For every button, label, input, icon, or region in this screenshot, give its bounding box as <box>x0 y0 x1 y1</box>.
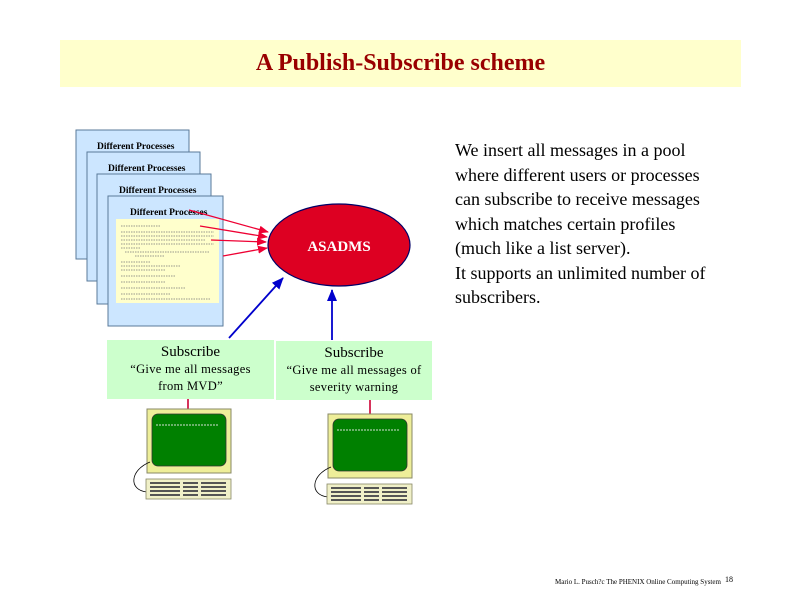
asadms-node: ASADMS <box>267 203 411 287</box>
process-card-4: Different Processes <box>107 195 224 327</box>
description: We insert all messages in a pool where d… <box>455 138 755 310</box>
terminal-1 <box>133 408 232 500</box>
process-card-1-label: Different Processes <box>97 142 175 152</box>
asadms-label: ASADMS <box>307 239 370 255</box>
subscribe-box-1-line2: from MVD” <box>158 379 223 393</box>
description-line: (much like a list server). <box>455 238 631 258</box>
subscribe-arrows <box>228 277 337 340</box>
process-card-4-label: Different Processes <box>130 208 208 218</box>
publish-arrows <box>188 209 269 257</box>
description-line: which matches certain profiles <box>455 213 676 234</box>
subscribe-box-1-title: Subscribe <box>160 344 221 360</box>
subscribe-box-2-title: Subscribe <box>324 345 384 361</box>
terminal-2 <box>314 413 413 505</box>
process-card-3-label: Different Processes <box>119 186 197 196</box>
terminal-1-cable <box>133 461 151 493</box>
footer-credit: Mario L. Pusch?c The PHENIX Online Compu… <box>555 578 721 586</box>
page-number: 18 <box>725 575 733 584</box>
message-sheet-lines <box>121 225 214 300</box>
description-line: It supports an unlimited number of <box>455 262 706 283</box>
terminal-1-screen <box>151 413 227 467</box>
subscribe-box-1-line1: “Give me all messages <box>130 362 251 376</box>
description-line: We insert all messages in a pool <box>455 140 686 160</box>
process-card-2-label: Different Processes <box>108 164 186 174</box>
subscribe-box-2-line2: severity warning <box>309 380 399 394</box>
message-sheet <box>116 219 219 303</box>
terminal-2-cable <box>314 466 332 498</box>
subscribe-box-1: Subscribe “Give me all messages from MVD… <box>107 340 274 399</box>
subscribe-box-2-line1: “Give me all messages of <box>286 363 422 377</box>
description-line: where different users or processes <box>455 164 700 185</box>
terminal-2-screen <box>332 418 408 472</box>
description-line: subscribers. <box>455 287 541 307</box>
description-line: can subscribe to receive messages <box>455 189 700 209</box>
slide-title: A Publish-Subscribe scheme <box>255 50 546 76</box>
terminal-connectors <box>187 399 371 414</box>
title-bar: A Publish-Subscribe scheme <box>60 40 741 87</box>
subscribe-box-2: Subscribe “Give me all messages of sever… <box>276 341 432 400</box>
